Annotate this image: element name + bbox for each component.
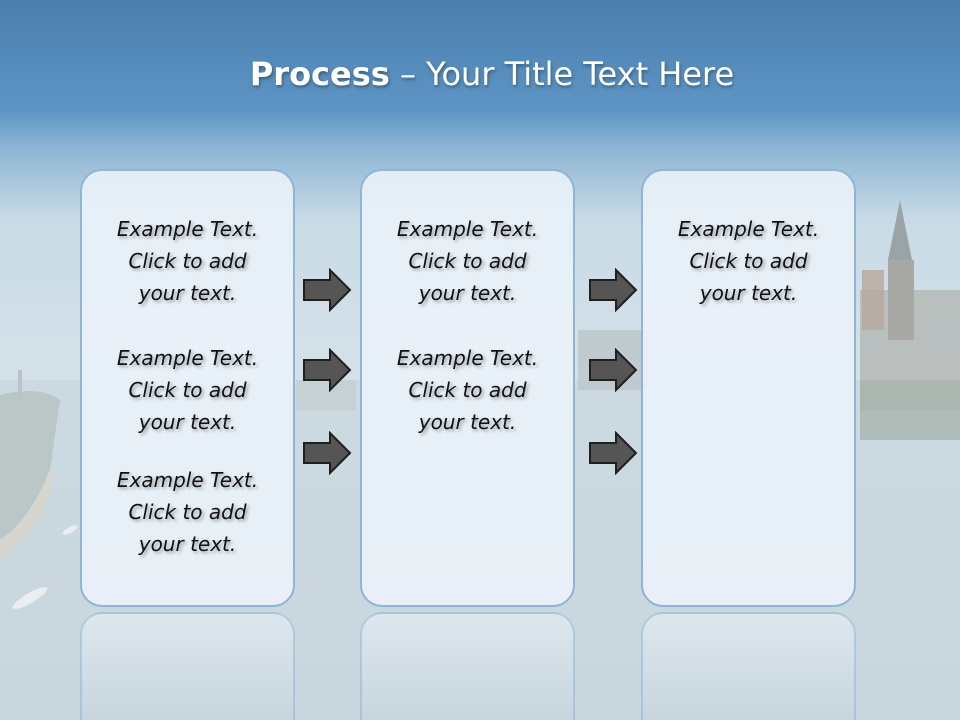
panel-3-reflection — [641, 612, 856, 720]
arrow-right-icon — [303, 431, 352, 475]
title-rest: – Your Title Text Here — [389, 55, 735, 93]
process-panel-3[interactable]: Example Text. Click to add your text. — [641, 169, 856, 607]
process-panel-2[interactable]: Example Text. Click to add your text. Ex… — [360, 169, 575, 607]
panel-3-text-1[interactable]: Example Text. Click to add your text. — [677, 217, 820, 305]
arrow-right-icon — [589, 268, 638, 312]
panel-2-text-1[interactable]: Example Text. Click to add your text. — [396, 217, 539, 305]
arrow-right-icon — [589, 348, 638, 392]
panel-1-text-2[interactable]: Example Text. Click to add your text. — [116, 346, 259, 434]
panel-2-reflection — [360, 612, 575, 720]
arrow-right-icon — [589, 431, 638, 475]
panel-2-text-2[interactable]: Example Text. Click to add your text. — [396, 346, 539, 434]
arrow-right-icon — [303, 268, 352, 312]
title-bold: Process — [249, 55, 390, 93]
panel-1-reflection — [80, 612, 295, 720]
page-title: Process – Your Title Text Here — [0, 52, 960, 96]
arrow-right-icon — [303, 348, 352, 392]
process-panel-1[interactable]: Example Text. Click to add your text. Ex… — [80, 169, 295, 607]
panel-1-text-1[interactable]: Example Text. Click to add your text. — [116, 217, 259, 305]
panel-1-text-3[interactable]: Example Text. Click to add your text. — [116, 468, 259, 556]
